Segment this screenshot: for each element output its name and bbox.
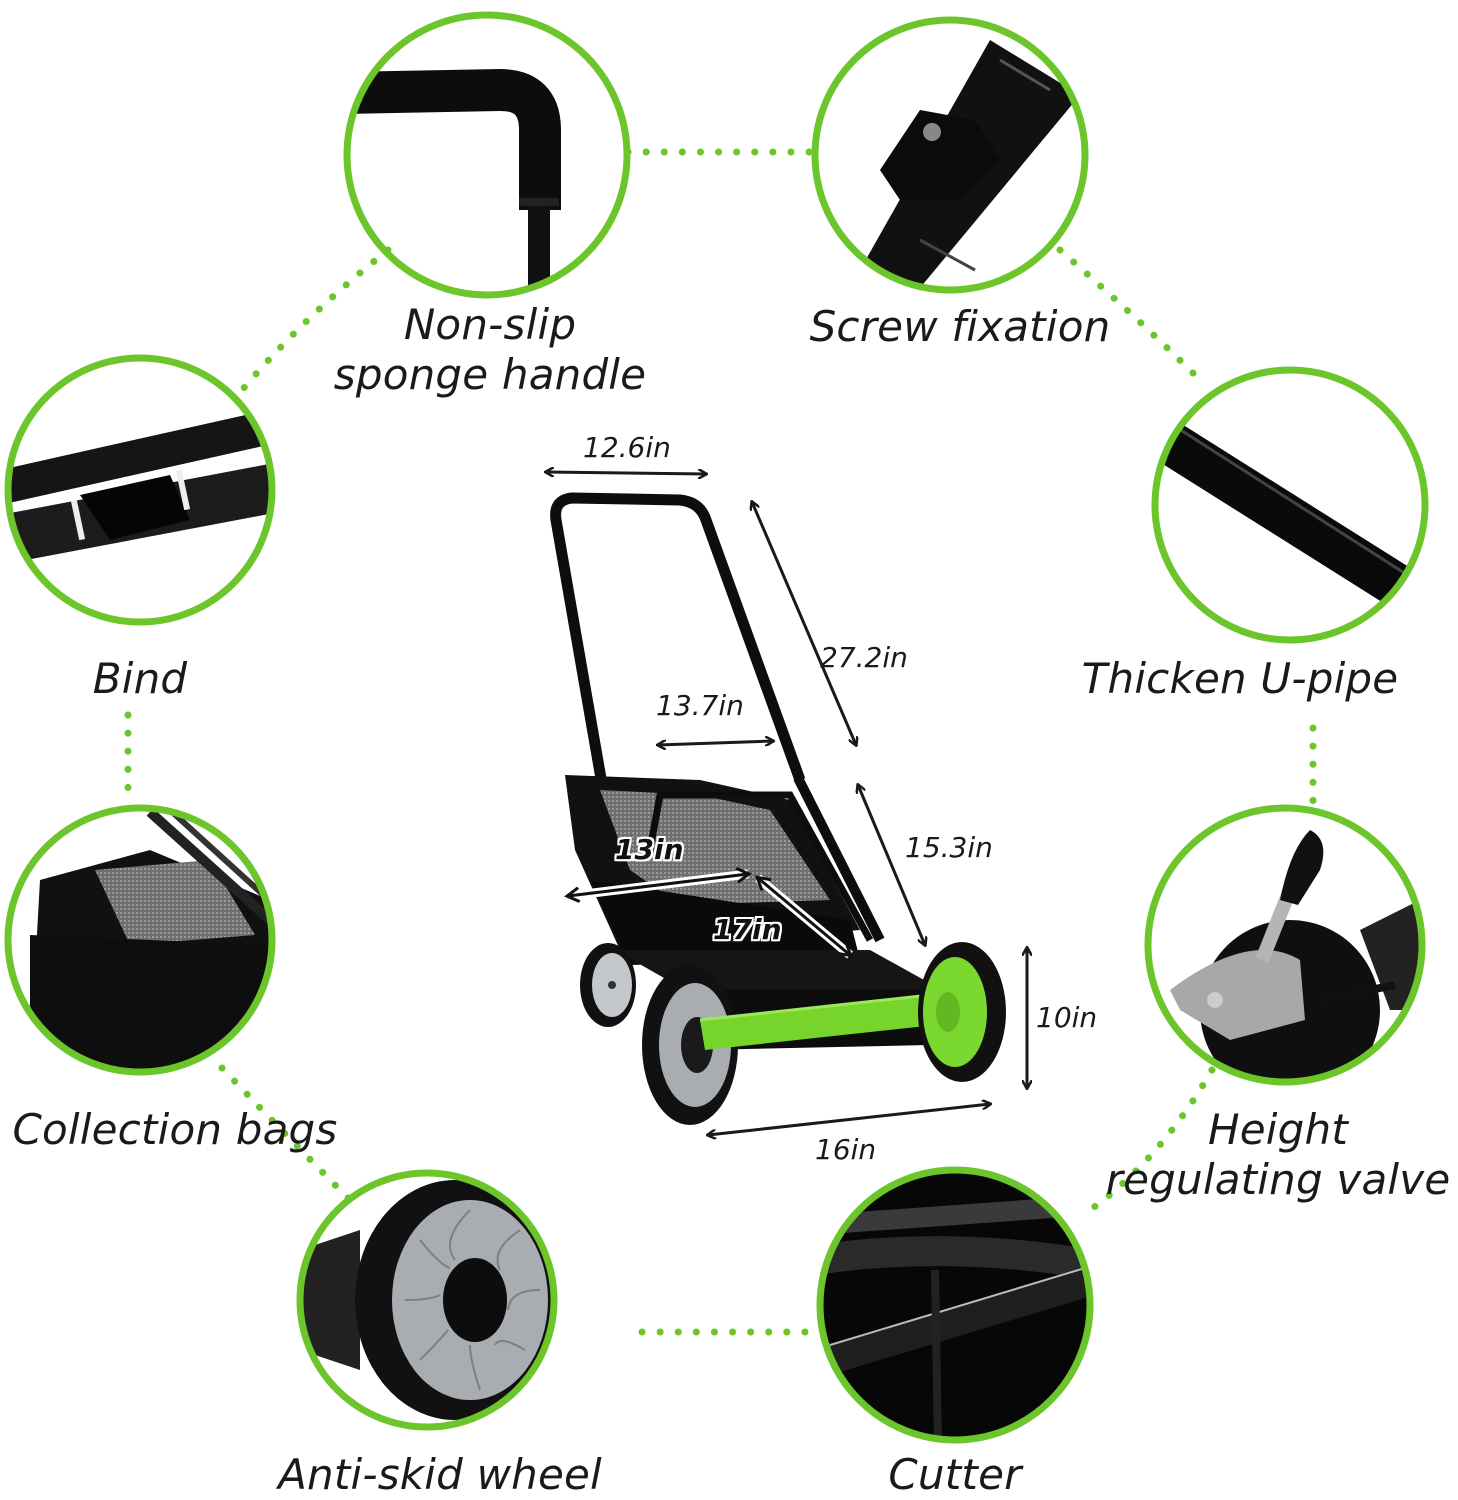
dimension-arrows [546,472,1027,1135]
dim-arrow-handle-inner [658,741,773,745]
dim-arrow-handle-top [546,472,706,474]
feature-circle-bind [4,354,276,626]
feature-circle-bag [4,804,276,1076]
dim-arrow-handle-lower [858,785,925,945]
connector-handle-bind [234,246,392,399]
label-collection-bags: Collection bags [12,1105,338,1154]
dim-handle-inner-width: 13.7in [656,689,744,722]
dim-bag-depth: 17in [713,913,782,946]
dim-handle-upper-length: 27.2in [820,641,908,674]
height-lever-icon [1170,830,1420,1082]
foam-handle-icon [347,69,561,295]
label-anti-skid-wheel: Anti-skid wheel [278,1450,602,1499]
label-cutter: Cutter [888,1450,1022,1499]
dotted-connectors [124,148,1317,1336]
bag-dimension-arrows [568,874,850,959]
feature-circle-pipe [1151,366,1429,644]
dim-handle-lower-length: 15.3in [905,831,993,864]
feature-circle-cutter [816,1166,1094,1444]
feature-circle-handle [343,11,631,299]
reel-blade-icon [820,1170,1090,1440]
dim-cutting-width: 16in [815,1133,877,1166]
connector-bags-wheel [218,1064,364,1214]
dim-bag-width: 13in [615,833,684,866]
feature-circle-wheel [296,1169,558,1431]
feature-circle-valve [1144,804,1426,1086]
wheel-icon [300,1180,554,1420]
label-bind: Bind [92,654,188,703]
dim-wheel-height: 10in [1036,1001,1098,1034]
dim-handle-top-width: 12.6in [583,431,671,464]
pipe-icon [1155,408,1425,622]
knob-clamp-icon [860,40,1080,290]
buckle-strap-icon [8,405,272,565]
label-thicken-u-pipe: Thicken U-pipe [1081,654,1399,703]
feature-circle-screw [811,16,1089,294]
dim-arrow-handle-upper [752,502,856,745]
lawn-mower-illustration [550,492,1006,1125]
connector-valve-cutter [1086,1066,1216,1214]
dim-arrow-cutting-width [708,1104,990,1135]
label-non-slip-handle: Non-slip sponge handle [333,300,647,399]
label-screw-fixation: Screw fixation [809,302,1111,351]
grass-bag-icon [30,808,272,1070]
label-height-valve: Height regulating valve [1105,1105,1451,1204]
